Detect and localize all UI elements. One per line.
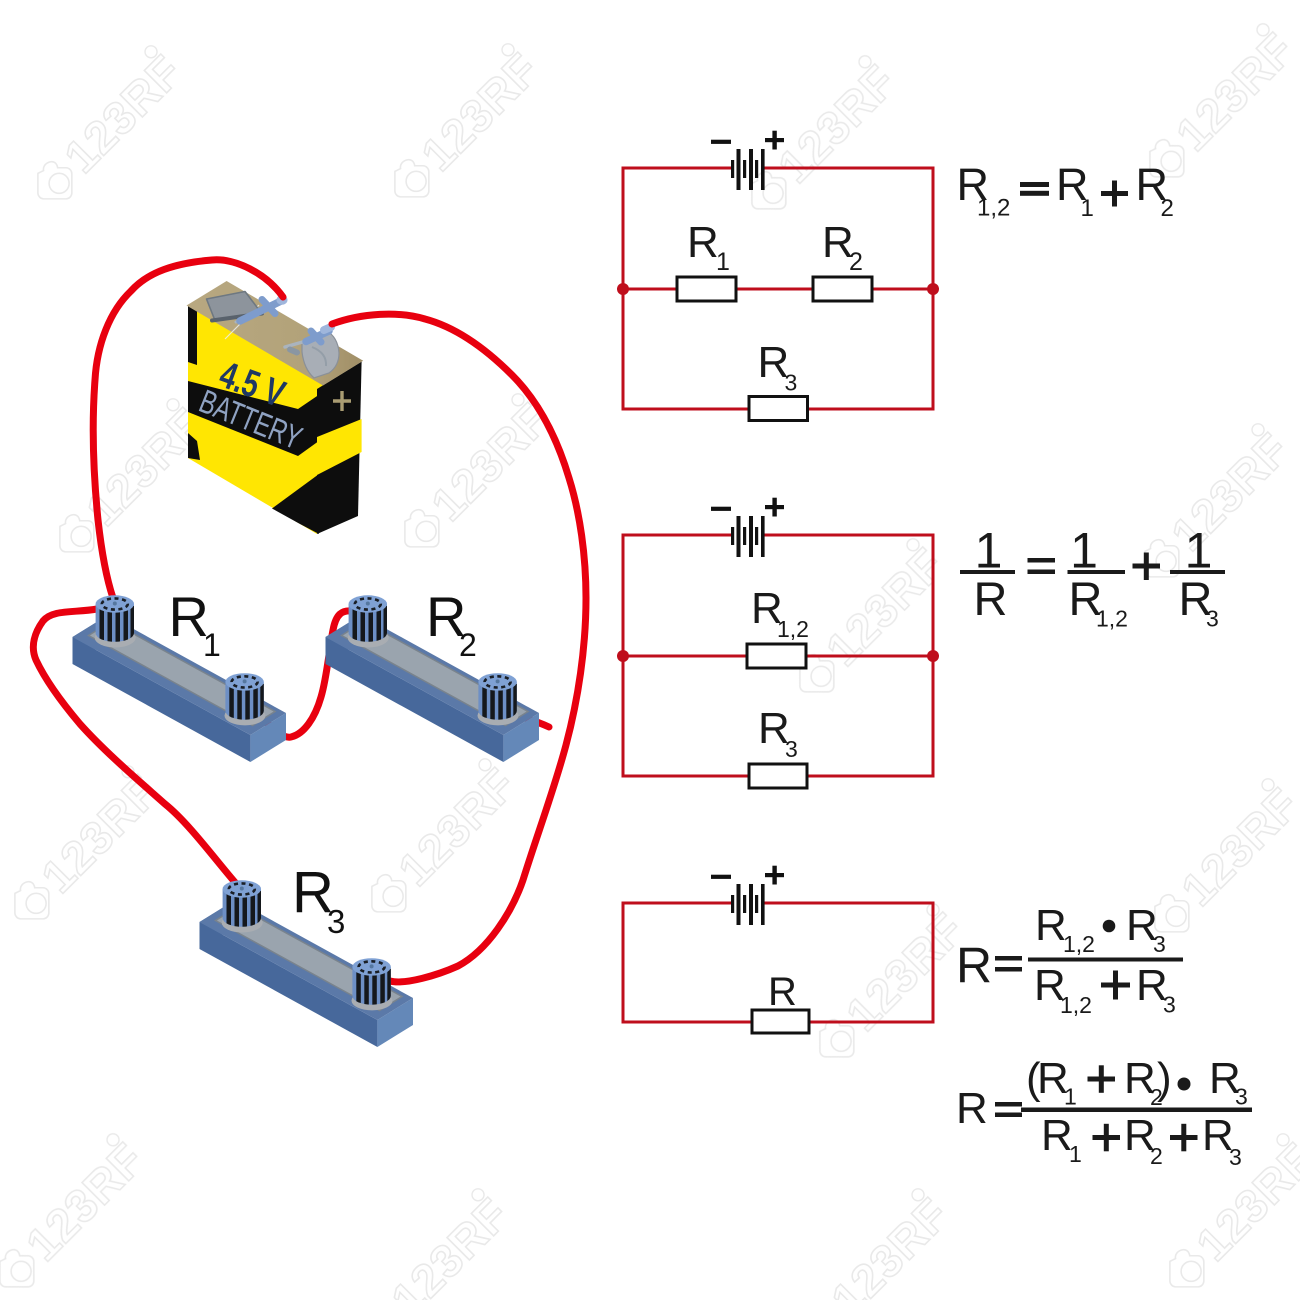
- svg-text:1: 1: [1185, 523, 1213, 579]
- svg-text:R: R: [751, 584, 783, 633]
- svg-text:3: 3: [1229, 1144, 1242, 1170]
- svg-text:R: R: [1179, 572, 1213, 625]
- svg-text:R: R: [169, 585, 209, 648]
- svg-text:R: R: [758, 704, 790, 753]
- svg-text:R: R: [956, 1084, 988, 1133]
- svg-text:R: R: [292, 860, 334, 925]
- svg-text:R: R: [1069, 572, 1103, 625]
- svg-text:R: R: [758, 338, 790, 387]
- svg-text:3: 3: [1206, 606, 1219, 632]
- svg-text:1: 1: [975, 523, 1003, 579]
- svg-text:R: R: [1124, 1054, 1156, 1103]
- svg-text:R: R: [1136, 961, 1168, 1010]
- svg-text:R: R: [974, 572, 1008, 625]
- svg-text:R: R: [957, 159, 990, 210]
- svg-text:1,2: 1,2: [977, 195, 1010, 222]
- svg-text:1: 1: [203, 627, 221, 663]
- svg-text:R: R: [1126, 901, 1158, 950]
- svg-text:3: 3: [1153, 931, 1166, 957]
- svg-text:R: R: [1041, 1111, 1073, 1160]
- svg-text:(: (: [1026, 1054, 1041, 1103]
- svg-text:R: R: [1136, 159, 1169, 210]
- svg-text:3: 3: [785, 736, 798, 762]
- svg-text:R: R: [1202, 1111, 1234, 1160]
- svg-text:R: R: [956, 938, 992, 994]
- svg-text:R: R: [822, 218, 854, 267]
- svg-text:2: 2: [1150, 1084, 1163, 1110]
- svg-text:1: 1: [1069, 1141, 1082, 1167]
- svg-text:3: 3: [1235, 1084, 1248, 1110]
- svg-text:R: R: [1035, 901, 1067, 950]
- svg-text:2: 2: [459, 627, 477, 663]
- svg-text:R: R: [1209, 1054, 1241, 1103]
- svg-text:1: 1: [716, 248, 730, 276]
- svg-text:1,2: 1,2: [1063, 931, 1095, 957]
- svg-text:2: 2: [1150, 1143, 1163, 1169]
- svg-text:R: R: [1056, 159, 1089, 210]
- svg-text:R: R: [687, 218, 719, 267]
- svg-text:R: R: [426, 585, 466, 648]
- svg-text:R: R: [1034, 961, 1066, 1010]
- svg-text:): ): [1157, 1054, 1172, 1103]
- svg-text:1: 1: [1070, 523, 1098, 579]
- svg-text:R: R: [768, 970, 797, 1014]
- svg-text:3: 3: [785, 370, 798, 396]
- svg-text:3: 3: [1163, 992, 1176, 1018]
- svg-text:2: 2: [849, 248, 863, 276]
- svg-text:1,2: 1,2: [1096, 606, 1128, 632]
- svg-text:1: 1: [1064, 1084, 1077, 1110]
- svg-text:2: 2: [1161, 195, 1174, 222]
- svg-text:R: R: [1037, 1054, 1069, 1103]
- svg-text:1,2: 1,2: [777, 616, 809, 642]
- svg-text:1: 1: [1081, 195, 1094, 222]
- svg-text:R: R: [1124, 1111, 1156, 1160]
- svg-text:1,2: 1,2: [1060, 992, 1092, 1018]
- svg-text:3: 3: [327, 903, 345, 940]
